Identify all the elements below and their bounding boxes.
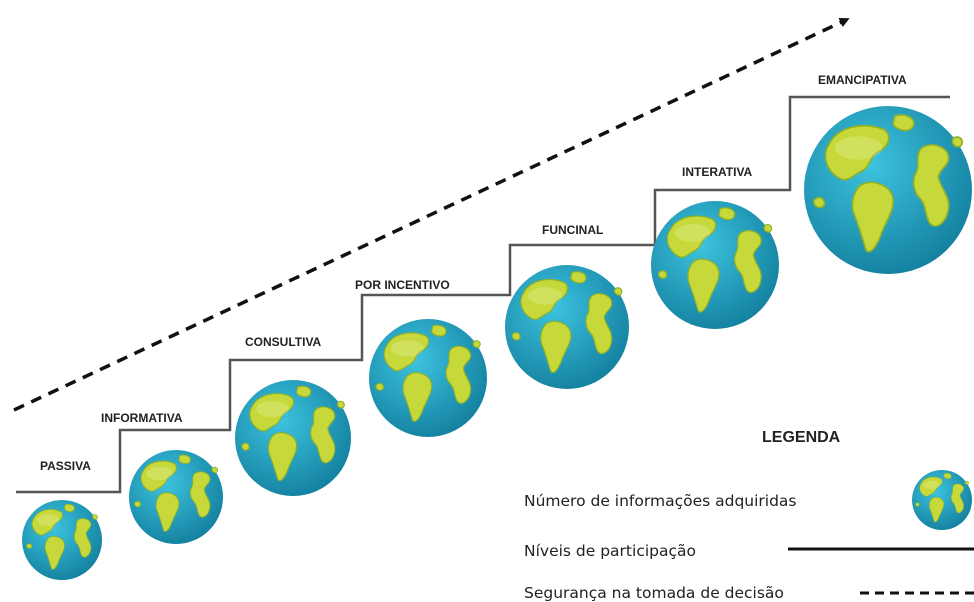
globe-continent xyxy=(73,518,92,558)
globe-highlight xyxy=(146,466,173,481)
globe-continent xyxy=(26,543,33,549)
participation-staircase xyxy=(16,95,950,494)
globe-continent xyxy=(63,503,75,512)
globe-continent xyxy=(336,400,345,409)
globe-continent xyxy=(44,536,65,570)
globe-highlight xyxy=(674,224,711,242)
globe-continent xyxy=(383,332,430,372)
globe-continent xyxy=(892,114,915,132)
globe-continent xyxy=(511,332,521,341)
globe-continent xyxy=(951,136,964,148)
globe-continent xyxy=(824,124,890,181)
globe-continent xyxy=(964,480,969,485)
globe-continent xyxy=(520,279,569,321)
legend: LEGENDA Número de informações adquiridas… xyxy=(524,429,974,602)
globe-continent xyxy=(445,345,472,404)
globe-highlight xyxy=(527,287,563,305)
legend-item-information: Número de informações adquiridas xyxy=(524,492,797,510)
globe-continent xyxy=(928,497,945,523)
globe-continent xyxy=(813,196,826,209)
globe-continent xyxy=(92,514,98,520)
globe-continent xyxy=(950,483,964,514)
level-label-informativa: INFORMATIVA xyxy=(101,411,183,425)
globe-continent xyxy=(718,207,736,221)
globe-continent xyxy=(943,472,952,479)
globe-continent xyxy=(733,230,762,294)
globe-highlight xyxy=(36,514,60,526)
globe-continent xyxy=(249,393,295,432)
globe-continent xyxy=(189,471,211,518)
globe-continent xyxy=(687,258,720,313)
globe-continent xyxy=(211,466,219,474)
globe-continent xyxy=(295,385,312,398)
globe-continent xyxy=(657,270,668,279)
level-label-interativa: INTERATIVA xyxy=(682,165,753,179)
legend-item-participation: Níveis de participação xyxy=(524,542,696,560)
globe-continent xyxy=(912,144,950,227)
level-label-funcinal: FUNCINAL xyxy=(542,223,603,237)
globe-continent xyxy=(613,287,623,296)
decision-security-arrow xyxy=(13,18,850,412)
globe-highlight xyxy=(390,340,424,357)
legend-item-decision-security: Segurança na tomada de decisão xyxy=(524,584,784,602)
globe-icon xyxy=(235,380,351,496)
globe-highlight xyxy=(923,480,940,490)
globe-continent xyxy=(140,460,177,492)
globe-icon xyxy=(651,201,779,329)
globe-icon xyxy=(129,450,223,544)
globe-continent xyxy=(570,271,587,284)
globe-continent xyxy=(666,215,717,258)
globe-continent xyxy=(585,293,613,355)
globe-icon xyxy=(22,500,102,580)
legend-title: LEGENDA xyxy=(762,429,841,446)
globe-icon xyxy=(912,470,972,530)
globe-continent xyxy=(919,476,943,497)
globe-continent xyxy=(375,382,384,391)
level-label-emancipativa: EMANCIPATIVA xyxy=(818,73,907,87)
globe-icon xyxy=(804,106,972,274)
globe-continent xyxy=(540,320,572,374)
level-label-passiva: PASSIVA xyxy=(40,459,91,473)
globe-continent xyxy=(851,181,895,253)
level-label-consultiva: CONSULTIVA xyxy=(245,335,322,349)
globe-continent xyxy=(155,492,180,532)
globe-highlight xyxy=(835,136,883,160)
globe-continent xyxy=(430,324,447,337)
globe-continent xyxy=(241,442,250,451)
globe-continent xyxy=(915,502,920,507)
globe-icon xyxy=(505,265,629,389)
globe-highlight xyxy=(256,400,289,418)
globe-continent xyxy=(134,500,141,508)
globe-icon xyxy=(369,319,487,437)
globe-continent xyxy=(472,340,481,349)
globe-continent xyxy=(402,372,433,422)
globe-continent xyxy=(763,224,773,233)
globe-continent xyxy=(31,509,63,536)
level-label-por-incentivo: POR INCENTIVO xyxy=(355,278,450,292)
globe-continent xyxy=(310,406,336,464)
globe-continent xyxy=(267,432,298,482)
globe-continent xyxy=(178,454,191,465)
